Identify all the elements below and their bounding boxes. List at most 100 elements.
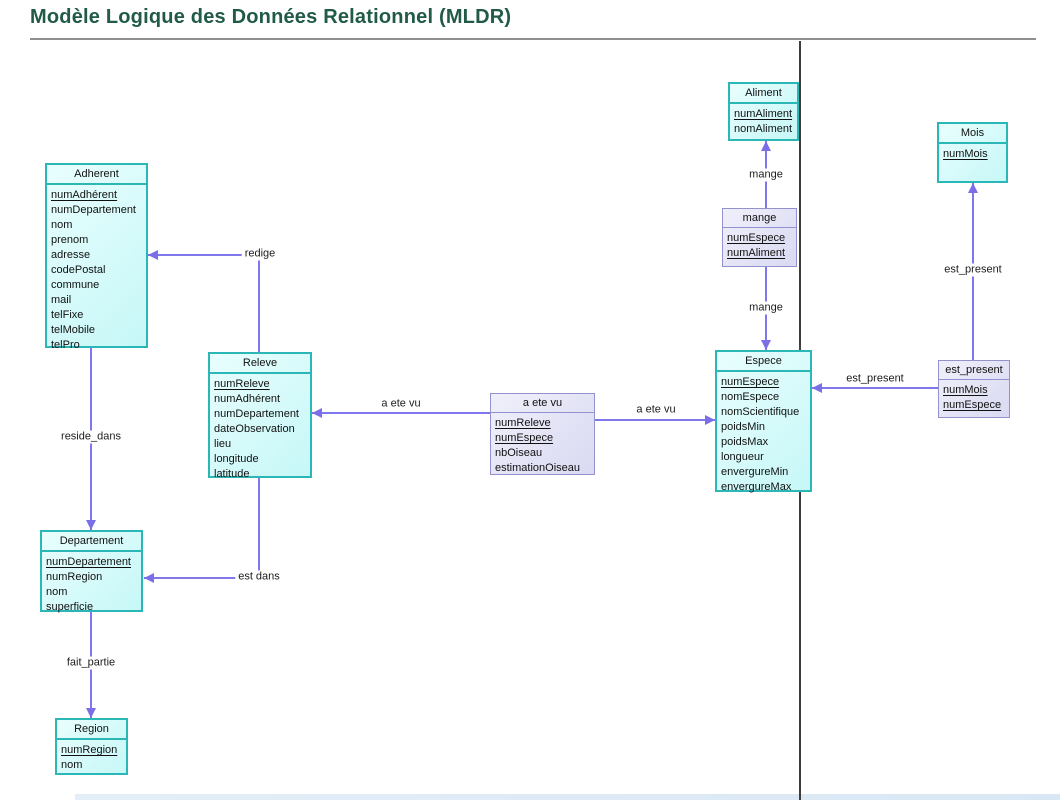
attribute-primary-key: numDepartement: [46, 556, 131, 568]
attribute-primary-key: numEspece: [721, 376, 780, 388]
attribute: nomAliment: [734, 123, 793, 135]
attribute: nomScientifique: [721, 406, 800, 418]
relationship-label: mange: [746, 168, 786, 182]
arrowhead-up-icon: [968, 183, 978, 193]
attribute: longueur: [721, 451, 764, 463]
relationship-label: mange: [746, 301, 786, 315]
attribute: numAdhérent: [214, 393, 281, 405]
attribute: longitude: [214, 453, 259, 465]
table-attributes: numEspece nomEspece nomScientifique poidsMi…: [717, 372, 810, 495]
attribute-primary-key: numEspece: [943, 399, 1002, 411]
arrowhead-left-icon: [812, 383, 822, 393]
table-title: Adherent: [47, 165, 146, 185]
connector-est-dans-v: [258, 478, 260, 578]
title-divider: [30, 38, 1036, 40]
table-departement[interactable]: Departement numDepartement numRegion nom sup…: [40, 530, 143, 615]
attribute: numRegion: [46, 571, 103, 583]
attribute: mail: [51, 294, 72, 306]
table-est-present[interactable]: est_present numMois numEspece: [938, 360, 1010, 418]
table-attributes: numReleve numEspece nbOiseau estimationOise…: [491, 413, 594, 476]
arrowhead-down-icon: [761, 340, 771, 350]
attribute: dateObservation: [214, 423, 295, 435]
table-attributes: numDepartement numRegion nom superficie: [42, 552, 141, 615]
page-title: Modèle Logique des Données Relationnel (…: [30, 6, 512, 28]
relationship-label: a ete vu: [378, 397, 424, 411]
relationship-label: a ete vu: [633, 403, 679, 417]
table-title: Mois: [939, 124, 1006, 144]
attribute: commune: [51, 279, 100, 291]
table-aliment[interactable]: Aliment numAliment nomAliment: [728, 82, 799, 141]
table-title: mange: [723, 209, 796, 228]
attribute: codePostal: [51, 264, 106, 276]
arrowhead-left-icon: [312, 408, 322, 418]
attribute-primary-key: numMois: [943, 384, 988, 396]
arrowhead-left-icon: [148, 250, 158, 260]
table-title: Region: [57, 720, 126, 740]
attribute: numDepartement: [51, 204, 136, 216]
connector-a-ete-vu-l: [312, 412, 490, 414]
table-title: est_present: [939, 361, 1009, 380]
attribute: poidsMin: [721, 421, 766, 433]
attribute: telPro: [51, 339, 80, 351]
relationship-label: est_present: [941, 263, 1005, 277]
attribute-primary-key: numEspece: [495, 432, 554, 444]
attribute-primary-key: numAliment: [727, 247, 786, 259]
attribute: estimationOiseau: [495, 462, 580, 474]
attribute-primary-key: numReleve: [495, 417, 551, 429]
attribute: nom: [51, 219, 73, 231]
bottom-edge-strip: [75, 794, 1060, 800]
table-attributes: numEspece numAliment: [723, 228, 796, 261]
attribute: nbOiseau: [495, 447, 543, 459]
table-a-ete-vu[interactable]: a ete vu numReleve numEspece nbOiseau estima…: [490, 393, 595, 475]
attribute: nom: [61, 759, 83, 771]
arrowhead-down-icon: [86, 520, 96, 530]
table-title: Espece: [717, 352, 810, 372]
attribute: nom: [46, 586, 68, 598]
attribute: envergureMax: [721, 481, 792, 493]
attribute: poidsMax: [721, 436, 769, 448]
table-title: Releve: [210, 354, 310, 374]
relationship-label: fait_partie: [63, 656, 119, 670]
attribute-primary-key: numEspece: [727, 232, 786, 244]
connector-est-present-h: [812, 387, 938, 389]
attribute: telFixe: [51, 309, 84, 321]
attribute: superficie: [46, 601, 94, 613]
table-title: a ete vu: [491, 394, 594, 413]
connector-a-ete-vu-r: [595, 419, 715, 421]
attribute-primary-key: numAdhérent: [51, 189, 118, 201]
arrowhead-left-icon: [144, 573, 154, 583]
attribute: telMobile: [51, 324, 96, 336]
table-title: Departement: [42, 532, 141, 552]
table-mange[interactable]: mange numEspece numAliment: [722, 208, 797, 267]
attribute-primary-key: numReleve: [214, 378, 270, 390]
table-adherent[interactable]: Adherent numAdhérent numDepartement nom pren…: [45, 163, 148, 351]
attribute: nomEspece: [721, 391, 780, 403]
table-attributes: numMois numEspece: [939, 380, 1009, 413]
attribute: lieu: [214, 438, 232, 450]
attribute-primary-key: numAliment: [734, 108, 793, 120]
connector-redige-h: [148, 254, 259, 256]
connector-est-dans-h: [144, 577, 260, 579]
attribute: adresse: [51, 249, 91, 261]
relationship-label: reside_dans: [58, 430, 124, 444]
attribute: numDepartement: [214, 408, 299, 420]
attribute: latitude: [214, 468, 250, 480]
table-releve[interactable]: Releve numReleve numAdhérent numDepartement…: [208, 352, 312, 480]
relationship-label: redige: [241, 247, 279, 261]
table-attributes: numAliment nomAliment: [730, 104, 797, 137]
arrowhead-down-icon: [86, 708, 96, 718]
relationship-label: est_present: [843, 372, 907, 386]
table-attributes: numMois: [939, 144, 1006, 162]
relationship-label: est dans: [235, 570, 283, 584]
attribute: prenom: [51, 234, 89, 246]
table-espece[interactable]: Espece numEspece nomEspece nomScientifique p…: [715, 350, 812, 495]
table-attributes: numReleve numAdhérent numDepartement dateOb…: [210, 374, 310, 482]
connector-redige-v: [258, 255, 260, 352]
table-title: Aliment: [730, 84, 797, 104]
arrowhead-up-icon: [761, 141, 771, 151]
